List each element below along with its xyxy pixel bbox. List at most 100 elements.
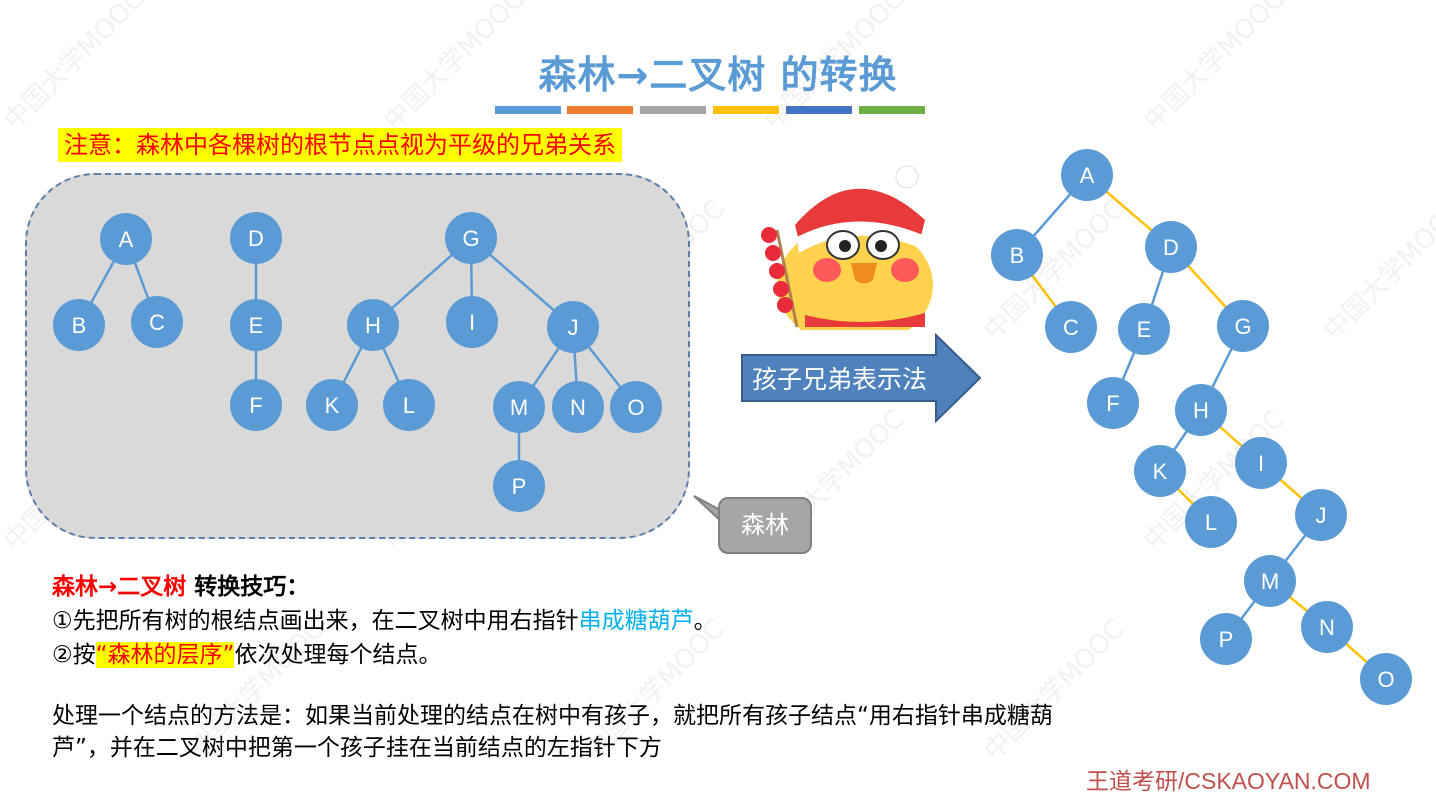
node-circle [1061, 149, 1113, 201]
forest-node-g: G [445, 212, 497, 264]
step1-highlight: 串成糖葫芦 [578, 608, 694, 634]
node-label: A [1080, 163, 1095, 188]
forest-node-j: J [547, 301, 599, 353]
node-label: P [1219, 627, 1234, 652]
tips-step-2: ②按“森林的层序”依次处理每个结点。 [52, 638, 717, 672]
node-circle [1295, 489, 1347, 541]
node-circle [1360, 653, 1412, 705]
title-bar [640, 106, 706, 114]
node-label: P [512, 474, 527, 499]
binary-node-i: I [1235, 437, 1287, 489]
title-bar [713, 106, 779, 114]
binary-node-j: J [1295, 489, 1347, 541]
node-label: G [462, 226, 479, 251]
node-circle [493, 460, 545, 512]
node-circle [100, 213, 152, 265]
node-circle [230, 379, 282, 431]
forest-node-n: N [552, 381, 604, 433]
forest-node-o: O [610, 381, 662, 433]
node-circle [230, 212, 282, 264]
forest-node-h: H [347, 299, 399, 351]
node-circle [552, 381, 604, 433]
node-label: N [570, 395, 586, 420]
step2-text: ②按 [52, 642, 96, 668]
node-circle [1244, 555, 1296, 607]
node-label: L [1205, 510, 1217, 535]
node-label: K [1153, 459, 1168, 484]
node-circle [1235, 437, 1287, 489]
node-label: J [1316, 503, 1327, 528]
binary-node-e: E [1118, 303, 1170, 355]
node-label: O [627, 395, 644, 420]
title-bar [495, 106, 561, 114]
binary-node-o: O [1360, 653, 1412, 705]
step2-tail: 依次处理每个结点。 [234, 642, 442, 668]
node-label: L [403, 393, 415, 418]
binary-node-d: D [1145, 221, 1197, 273]
mascot-image [761, 165, 933, 330]
node-circle [445, 212, 497, 264]
node-circle [131, 296, 183, 348]
title-bar [786, 106, 852, 114]
node-label: B [1010, 243, 1025, 268]
arrow-label: 孩子兄弟表示法 [752, 365, 928, 394]
forest-node-b: B [53, 299, 105, 351]
node-circle [446, 296, 498, 348]
node-label: K [325, 393, 340, 418]
binary-node-p: P [1200, 613, 1252, 665]
page-title: 森林→二叉树 的转换 [538, 53, 898, 97]
node-label: C [149, 310, 165, 335]
method-description: 处理一个结点的方法是：如果当前处理的结点在树中有孩子，就把所有孩子结点“用右指针… [52, 703, 1053, 761]
binary-node-m: M [1244, 555, 1296, 607]
node-circle [1185, 496, 1237, 548]
node-circle [53, 299, 105, 351]
node-circle [1118, 303, 1170, 355]
conversion-tips: 森林→二叉树 转换技巧： ①先把所有树的根结点画出来，在二叉树中用右指针串成糖葫… [52, 570, 717, 672]
binary-node-a: A [1061, 149, 1113, 201]
node-circle [991, 229, 1043, 281]
step2-highlight: “森林的层序” [95, 642, 235, 668]
node-circle [1175, 384, 1227, 436]
binary-node-f: F [1087, 377, 1139, 429]
forest-node-f: F [230, 379, 282, 431]
forest-node-e: E [230, 299, 282, 351]
binary-node-g: G [1217, 300, 1269, 352]
node-circle [230, 299, 282, 351]
forest-node-l: L [383, 379, 435, 431]
title-bar [567, 106, 633, 114]
forest-node-c: C [131, 296, 183, 348]
node-label: N [1319, 615, 1335, 640]
node-label: M [510, 395, 528, 420]
node-label: C [1063, 315, 1079, 340]
node-label: D [248, 226, 264, 251]
node-label: I [469, 310, 475, 335]
node-circle [1301, 601, 1353, 653]
forest-node-a: A [100, 213, 152, 265]
forest-node-i: I [446, 296, 498, 348]
note-highlight: 注意：森林中各棵树的根节点点视为平级的兄弟关系 [58, 128, 622, 162]
tips-heading-rest: 转换技巧： [186, 574, 310, 600]
binary-node-n: N [1301, 601, 1353, 653]
forest-node-p: P [493, 460, 545, 512]
binary-node-k: K [1134, 445, 1186, 497]
node-circle [1145, 221, 1197, 273]
node-circle [610, 381, 662, 433]
node-label: H [365, 313, 381, 338]
arrow-right-icon [741, 333, 982, 423]
node-circle [1087, 377, 1139, 429]
tips-heading: 森林→二叉树 转换技巧： [52, 570, 717, 604]
node-circle [347, 299, 399, 351]
forest-node-k: K [306, 379, 358, 431]
node-label: B [72, 313, 87, 338]
step1-tail: 。 [693, 608, 717, 634]
node-label: D [1163, 235, 1179, 260]
node-label: F [1106, 391, 1119, 416]
node-circle [493, 381, 545, 433]
node-circle [1134, 445, 1186, 497]
node-label: E [249, 313, 264, 338]
node-circle [1045, 301, 1097, 353]
node-circle [306, 379, 358, 431]
tips-step-1: ①先把所有树的根结点画出来，在二叉树中用右指针串成糖葫芦。 [52, 604, 717, 638]
node-circle [383, 379, 435, 431]
